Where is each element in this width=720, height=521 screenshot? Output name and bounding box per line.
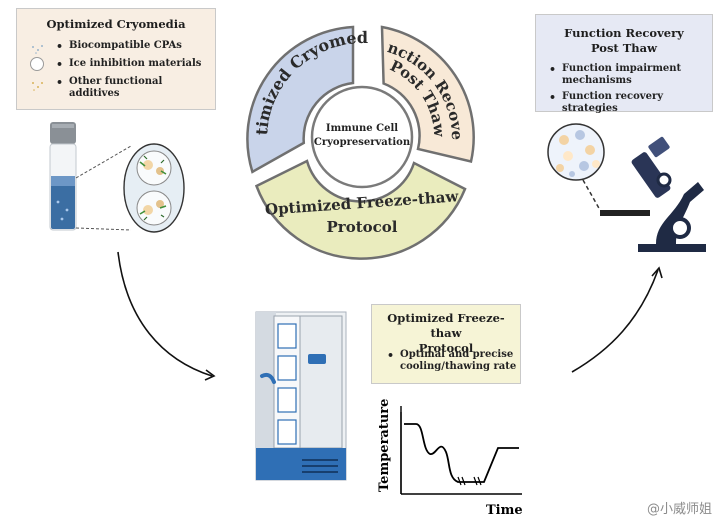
function-recovery-info-box: Function Recovery Post Thaw •Function im…	[535, 14, 713, 115]
function-box-title-line1: Function Recovery	[564, 26, 684, 40]
list-item-text: Function recovery strategies	[562, 91, 664, 114]
microscope-illustration	[547, 123, 706, 252]
microscope-arm-icon	[656, 182, 704, 244]
list-item-text: Other functional additives	[69, 76, 163, 99]
list-item: •Other functional additives	[56, 76, 163, 99]
temperature-curve	[404, 423, 519, 483]
segment-function-recovery	[380, 25, 475, 164]
list-item-text: Biocompatible CPAs	[69, 40, 182, 51]
function-list: •Function impairment mechanisms •Functio…	[549, 63, 707, 115]
temperature-graph: Temperature Time	[377, 399, 523, 518]
additive-dots-icon	[30, 77, 44, 96]
list-item: •Optimal and precise cooling/thawing rat…	[387, 349, 517, 372]
list-item: •Function recovery strategies	[549, 91, 664, 114]
graph-y-label: Temperature	[377, 399, 392, 492]
cycle-diagram: Immune Cell Cryopreservation Optimized C…	[228, 5, 475, 260]
graph-x-label: Time	[486, 503, 523, 518]
freezer-door-icon	[299, 315, 343, 449]
list-item-text: Function impairment mechanisms	[562, 63, 682, 86]
microscope-stage-icon	[600, 210, 650, 216]
freezer-base-icon	[256, 448, 346, 480]
cryovial-illustration	[49, 122, 185, 233]
cryomedia-list: •Biocompatible CPAs •Ice inhibition mate…	[56, 40, 214, 100]
ice-circle-icon	[29, 56, 45, 76]
freezer-illustration	[255, 311, 347, 481]
segment-protocol-label-line2: Protocol	[327, 218, 398, 236]
watermark: @小威师姐	[646, 502, 712, 517]
segment-freeze-thaw	[254, 159, 467, 260]
function-box-title-line2: Post Thaw	[590, 41, 658, 55]
arrow-to-freezer	[117, 251, 213, 377]
freeze-box-title-line2: Protocol	[418, 341, 474, 355]
center-label-line1: Immune Cell	[326, 123, 398, 134]
freeze-box-title-line1: Optimized Freeze-thaw	[387, 311, 505, 340]
list-item: •Function impairment mechanisms	[549, 63, 682, 86]
center-label-line2: Cryopreservation	[314, 137, 411, 148]
cryomedia-box-title: Optimized Cryomedia	[46, 17, 186, 31]
freeze-list: •Optimal and precise cooling/thawing rat…	[387, 349, 518, 373]
list-item: •Biocompatible CPAs	[56, 40, 182, 53]
segment-cryomedia	[246, 25, 355, 174]
cryomedia-info-box: Optimized Cryomedia •Biocompatible CPAs …	[16, 8, 216, 110]
list-item-text: Optimal and precise cooling/thawing rate	[400, 349, 517, 372]
cpa-dots-icon	[31, 39, 45, 58]
freeze-thaw-info-box: Optimized Freeze-thaw Protocol •Optimal …	[371, 304, 521, 384]
list-item-text: Ice inhibition materials	[69, 58, 202, 69]
list-item: •Ice inhibition materials	[56, 58, 202, 71]
arrow-to-microscope	[571, 269, 659, 373]
center-hub	[310, 85, 414, 189]
